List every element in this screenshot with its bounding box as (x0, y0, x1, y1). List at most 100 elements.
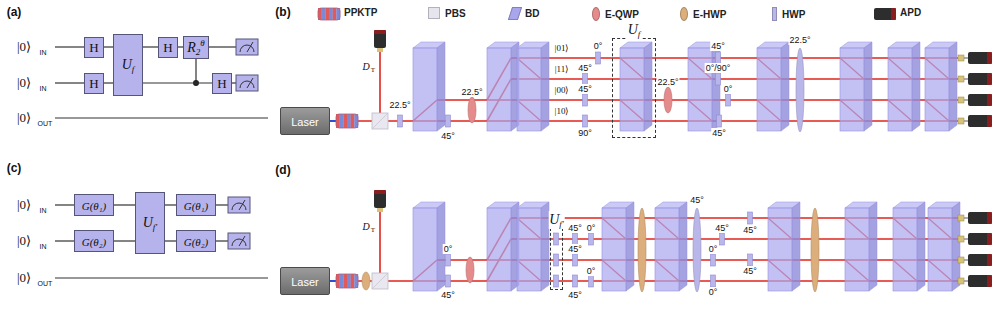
apd-cap (987, 94, 992, 106)
bd-side (626, 202, 634, 291)
beam-displacer (487, 42, 519, 131)
waveplate-angle: 22.5° (788, 35, 811, 45)
text-group: G(θ₂) (82, 233, 107, 249)
waveplate-angle: 45° (577, 63, 593, 73)
meter-arc (240, 45, 254, 52)
bd-side (792, 202, 800, 291)
gate-symbol: f' (153, 222, 157, 232)
ppktp-crystal (318, 8, 340, 20)
subscript: IN (39, 49, 48, 56)
measurement-meter (236, 39, 258, 55)
apd-cap (987, 115, 992, 127)
gate-box: H (212, 73, 232, 94)
gate-symbol: H (163, 40, 172, 55)
beam-displacer (928, 202, 960, 291)
bd-front (840, 48, 864, 131)
control-line (195, 58, 196, 83)
text-group: H (163, 39, 172, 56)
legend-text: PBS (445, 8, 466, 19)
legend-text: BD (525, 8, 539, 19)
beam-displacer (688, 42, 720, 131)
legend-swatch (592, 7, 600, 21)
laser-box: Laser (280, 107, 330, 135)
quantum-wire (114, 240, 135, 241)
legend-item: APD (900, 7, 921, 18)
half-wave-plate (716, 73, 721, 85)
crystal-stripe (336, 114, 340, 128)
legend-item: E-HWP (680, 7, 726, 21)
beam-displacer (655, 202, 687, 291)
wire (55, 277, 268, 278)
waveplate-angle: 0° (586, 223, 597, 233)
apd-body (968, 73, 992, 85)
legend-item: E-QWP (592, 7, 639, 21)
ppktp-crystal (336, 274, 358, 288)
apd-body (968, 52, 992, 64)
apd-body (968, 254, 992, 266)
half-wave-plate (554, 254, 559, 266)
legend-swatch (508, 7, 522, 20)
apd-body (374, 190, 386, 208)
beam-displacer (487, 202, 519, 291)
waveplate-angle: 90° (577, 128, 593, 138)
waveplate-angle: 22.5° (656, 77, 679, 87)
apd-cap (987, 233, 992, 245)
fiber (964, 259, 968, 260)
gate-symbol: R (187, 40, 196, 55)
bd-front (413, 208, 437, 291)
gate-box: H (84, 37, 104, 58)
quantum-wire (114, 204, 135, 205)
apd-body (968, 212, 992, 224)
apd-cap (987, 212, 992, 224)
text-group: R2θ (187, 38, 204, 57)
meter-needle (247, 78, 253, 88)
legend-swatch (772, 7, 777, 21)
subscript: T (370, 226, 376, 234)
bd-side (679, 202, 687, 291)
apd-body (968, 94, 992, 106)
apd-body (968, 115, 992, 127)
fiber-coupler (958, 257, 964, 263)
waveplate-angle: 45° (440, 131, 456, 141)
quantum-wire (165, 204, 176, 205)
apd-cap (987, 254, 992, 266)
bd-front (620, 48, 644, 131)
half-wave-plate (748, 254, 753, 266)
waveplate-angle: 0° (443, 244, 454, 254)
detector-name: D (361, 221, 370, 232)
meter-body (236, 75, 258, 91)
legend-text: E-QWP (605, 9, 639, 20)
apd-detector (958, 115, 992, 127)
quantum-wire (104, 46, 113, 47)
crystal-stripe (329, 8, 333, 20)
bd-front (655, 208, 679, 291)
pbs-cube (372, 273, 388, 289)
beam-displacer (602, 202, 634, 291)
crystal-outline (318, 8, 340, 20)
half-wave-plate (589, 233, 594, 245)
legend-item: PPKTP (344, 7, 377, 18)
bd-front (517, 208, 541, 291)
half-wave-plate (583, 94, 588, 106)
optical-setup (330, 30, 992, 132)
apd-cap (374, 30, 386, 34)
text-group: Uf' (548, 211, 565, 229)
waveplate-angle: 45° (742, 266, 758, 276)
path-state: |00⟩ (554, 85, 571, 95)
beam-displacer (845, 202, 877, 291)
crystal-stripe (340, 274, 344, 288)
waveplate-angle: 45° (689, 195, 705, 205)
fiber (964, 99, 968, 100)
waveplate-angle: 45° (714, 223, 730, 233)
legend-text: APD (900, 7, 921, 18)
wire (216, 240, 228, 241)
legend-item: PBS (428, 7, 466, 19)
fiber-coupler (377, 48, 383, 52)
subscript: T (370, 66, 376, 74)
bd-side (541, 42, 549, 131)
fiber-coupler (958, 118, 964, 124)
half-wave-plate (446, 115, 451, 127)
beam-displacer (893, 202, 925, 291)
bd-side (781, 42, 789, 131)
gate-symbol: H (89, 76, 98, 91)
